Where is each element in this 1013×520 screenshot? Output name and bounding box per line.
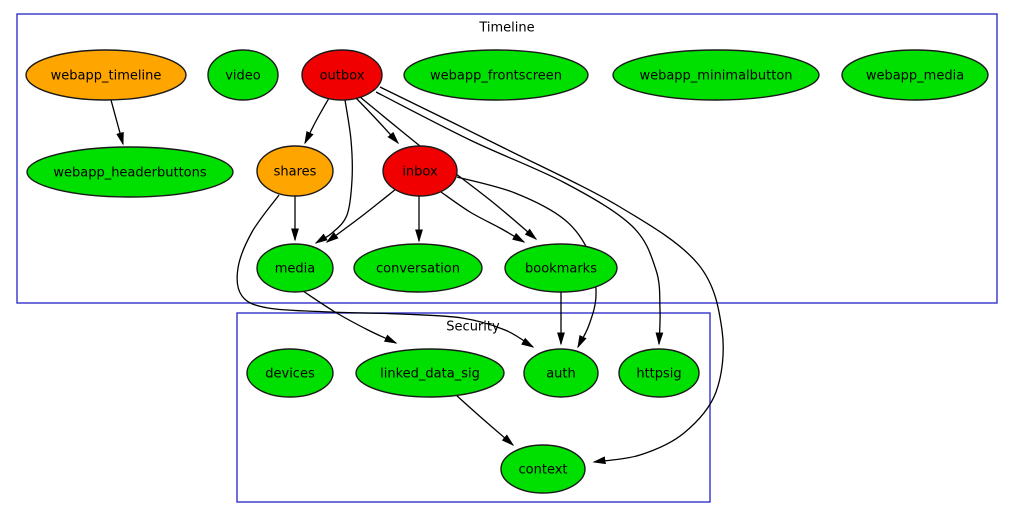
graph-node-devices: devices bbox=[246, 348, 334, 398]
graph-node-webapp_minimalbutton: webapp_minimalbutton bbox=[612, 49, 820, 101]
node-ellipse-inbox bbox=[382, 145, 458, 197]
node-ellipse-bookmarks bbox=[504, 243, 618, 293]
edge-inbox-to-media bbox=[325, 188, 397, 243]
node-ellipse-shares bbox=[256, 145, 334, 197]
graph-node-inbox: inbox bbox=[382, 145, 458, 197]
node-label-webapp_media: webapp_media bbox=[866, 69, 964, 84]
graph-node-shares: shares bbox=[256, 145, 334, 197]
graph-node-bookmarks: bookmarks bbox=[504, 243, 618, 293]
cluster-timeline-border bbox=[16, 13, 998, 304]
node-ellipse-conversation bbox=[353, 243, 483, 293]
node-ellipse-webapp_timeline bbox=[25, 49, 187, 101]
node-label-devices: devices bbox=[265, 367, 315, 382]
edge-outbox-to-inbox bbox=[355, 97, 399, 145]
node-label-outbox: outbox bbox=[320, 69, 365, 84]
node-ellipse-auth bbox=[523, 348, 599, 398]
edge-outbox-to-httpsig bbox=[375, 91, 664, 346]
node-ellipse-linked_data_sig bbox=[355, 348, 505, 398]
cluster-security-label: Security bbox=[446, 320, 500, 335]
node-ellipse-webapp_minimalbutton bbox=[612, 49, 820, 101]
edge-webapp_timeline-to-webapp_headerbuttons bbox=[110, 99, 124, 146]
node-ellipse-media bbox=[256, 243, 334, 293]
node-label-auth: auth bbox=[546, 367, 576, 382]
node-ellipse-context bbox=[500, 444, 586, 494]
node-label-inbox: inbox bbox=[402, 165, 438, 180]
node-ellipse-video bbox=[207, 49, 279, 101]
edge-outbox-to-shares bbox=[304, 97, 330, 145]
node-label-media: media bbox=[275, 262, 316, 277]
cluster-security-border bbox=[236, 312, 711, 503]
graph-node-webapp_media: webapp_media bbox=[841, 49, 989, 101]
node-label-bookmarks: bookmarks bbox=[525, 262, 597, 277]
node-ellipse-webapp_headerbuttons bbox=[26, 146, 234, 198]
graph-node-conversation: conversation bbox=[353, 243, 483, 293]
node-ellipse-httpsig bbox=[618, 348, 700, 398]
node-label-httpsig: httpsig bbox=[636, 367, 681, 382]
graph-node-httpsig: httpsig bbox=[618, 348, 700, 398]
edge-outbox-to-context bbox=[379, 86, 724, 465]
graph-node-media: media bbox=[256, 243, 334, 293]
node-ellipse-webapp_frontscreen bbox=[403, 49, 589, 101]
node-ellipse-webapp_media bbox=[841, 49, 989, 101]
graph-node-webapp_headerbuttons: webapp_headerbuttons bbox=[26, 146, 234, 198]
edge-inbox-to-bookmarks bbox=[440, 191, 526, 243]
edge-media-to-linked_data_sig bbox=[302, 290, 398, 344]
edge-shares-to-auth bbox=[236, 194, 535, 348]
graph-node-webapp_timeline: webapp_timeline bbox=[25, 49, 187, 101]
node-label-linked_data_sig: linked_data_sig bbox=[380, 367, 480, 382]
node-label-webapp_headerbuttons: webapp_headerbuttons bbox=[53, 166, 207, 181]
graph-node-outbox: outbox bbox=[301, 49, 383, 101]
node-ellipse-outbox bbox=[301, 49, 383, 101]
node-label-shares: shares bbox=[274, 165, 317, 180]
node-ellipse-devices bbox=[246, 348, 334, 398]
node-label-context: context bbox=[519, 463, 568, 478]
node-label-webapp_timeline: webapp_timeline bbox=[51, 69, 162, 84]
node-label-webapp_frontscreen: webapp_frontscreen bbox=[430, 69, 562, 84]
node-label-conversation: conversation bbox=[376, 262, 460, 277]
cluster-timeline-label: Timeline bbox=[478, 21, 534, 36]
graph-node-video: video bbox=[207, 49, 279, 101]
graph-node-context: context bbox=[500, 444, 586, 494]
graph-node-auth: auth bbox=[523, 348, 599, 398]
node-label-video: video bbox=[225, 69, 261, 84]
graph-node-linked_data_sig: linked_data_sig bbox=[355, 348, 505, 398]
edge-linked_data_sig-to-context bbox=[455, 394, 515, 446]
node-label-webapp_minimalbutton: webapp_minimalbutton bbox=[639, 69, 792, 84]
graph-node-webapp_frontscreen: webapp_frontscreen bbox=[403, 49, 589, 101]
